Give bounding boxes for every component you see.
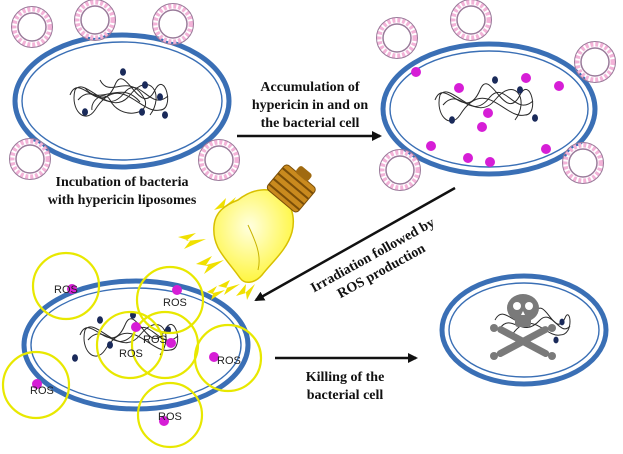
light-bulb-icon bbox=[178, 164, 316, 300]
caption-line: bacterial cell bbox=[307, 388, 384, 403]
light-rays bbox=[178, 197, 255, 300]
cell-2-accumulation bbox=[380, 41, 598, 177]
caption-line: hypericin in and on bbox=[252, 98, 369, 113]
nucleoid-dots bbox=[449, 76, 538, 124]
cell-1-incubation bbox=[12, 32, 232, 170]
caption-step-3: Irradiation followed by ROS production bbox=[308, 216, 437, 302]
liposomes bbox=[9, 0, 616, 191]
liposome-icon bbox=[11, 6, 53, 48]
dna-nucleoid bbox=[434, 83, 534, 122]
caption-step-4: Killing of the bacterial cell bbox=[306, 370, 385, 403]
caption-line: Accumulation of bbox=[260, 80, 360, 95]
caption-line: Incubation of bacteria bbox=[56, 175, 189, 190]
bulb-glass bbox=[213, 189, 295, 283]
dna-nucleoid bbox=[69, 78, 169, 117]
ros-label-7: ROS bbox=[158, 411, 182, 423]
skull-crossbones-icon bbox=[490, 294, 556, 360]
caption-line: with hypericin liposomes bbox=[48, 193, 197, 208]
hypericin-molecules bbox=[411, 67, 564, 167]
ros-circles bbox=[1, 251, 263, 449]
liposome-icon bbox=[562, 142, 604, 184]
caption-step-1: Incubation of bacteria with hypericin li… bbox=[48, 175, 197, 208]
ros-label-2: ROS bbox=[163, 297, 187, 309]
liposome-icon bbox=[74, 0, 116, 41]
nucleoid-dots bbox=[82, 68, 168, 119]
caption-step-2: Accumulation of hypericin in and on the … bbox=[252, 80, 369, 131]
liposome-icon bbox=[376, 17, 418, 59]
ros-label-4: ROS bbox=[143, 334, 167, 346]
liposome-icon bbox=[152, 3, 194, 45]
liposome-icon bbox=[379, 149, 421, 191]
cell-4-killed bbox=[439, 273, 609, 387]
liposome-icon bbox=[450, 0, 492, 41]
ros-label-6: ROS bbox=[30, 385, 54, 397]
ros-label-3: ROS bbox=[119, 348, 143, 360]
liposome-icon bbox=[198, 139, 240, 181]
caption-line: the bacterial cell bbox=[261, 116, 360, 131]
liposome-icon bbox=[574, 41, 616, 83]
process-arrows bbox=[237, 131, 456, 363]
ros-label-1: ROS bbox=[54, 284, 78, 296]
liposome-icon bbox=[9, 138, 51, 180]
hypericin-molecules bbox=[32, 284, 219, 426]
arrow-accumulation-to-irradiation bbox=[254, 186, 456, 302]
ros-label-5: ROS bbox=[217, 355, 241, 367]
caption-line: Killing of the bbox=[306, 370, 385, 385]
cell-3-irradiation: ROS ROS ROS ROS ROS ROS ROS bbox=[1, 251, 263, 449]
bulb-base bbox=[266, 164, 316, 213]
ros-labels: ROS ROS ROS ROS ROS ROS ROS bbox=[30, 284, 241, 423]
